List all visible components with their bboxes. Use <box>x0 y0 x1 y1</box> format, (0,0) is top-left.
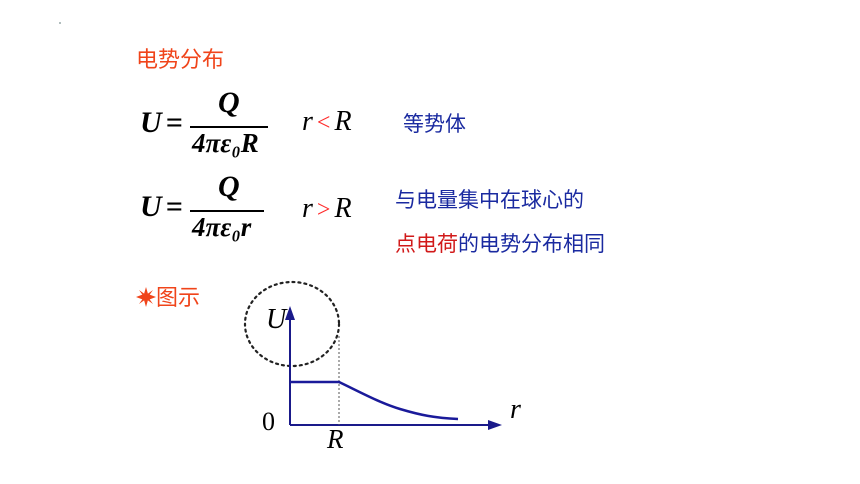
formula2-lhs: U= <box>140 190 183 223</box>
formula1-fraction-bar <box>190 126 268 128</box>
y-axis-arrow <box>285 306 295 320</box>
formula1-note: 等势体 <box>403 112 466 136</box>
formula2-denominator: 4πε₀r <box>192 212 252 242</box>
star-burst-icon <box>136 287 156 307</box>
formula1-numerator: Q <box>218 86 240 119</box>
potential-graph: U r 0 R <box>243 280 521 454</box>
stray-dot <box>59 22 61 24</box>
formula1-condition: r<R <box>302 106 352 137</box>
origin-label: 0 <box>262 407 275 436</box>
formula2-condition: r>R <box>302 193 352 224</box>
x-axis-arrow <box>488 420 502 430</box>
formula2-note-line2: 点电荷的电势分布相同 <box>395 228 605 258</box>
y-axis-label: U <box>266 304 288 335</box>
formula2-fraction-bar <box>190 210 264 212</box>
diagram-title-row: 图示 <box>136 280 200 312</box>
formula1-lhs: U= <box>140 106 183 139</box>
section-title: 电势分布 <box>136 48 225 73</box>
x-axis-label: r <box>510 394 521 425</box>
r-marker-label: R <box>326 424 344 454</box>
formula2-note-line1: 与电量集中在球心的 <box>395 188 584 212</box>
formula1-denominator: 4πε₀R <box>192 128 259 158</box>
point-charge-text: 点电荷 <box>395 232 458 256</box>
note-line2-rest: 的电势分布相同 <box>458 232 605 256</box>
highlight-dotted-circle <box>243 280 341 368</box>
formula2-numerator: Q <box>218 170 240 203</box>
potential-curve <box>290 380 459 421</box>
